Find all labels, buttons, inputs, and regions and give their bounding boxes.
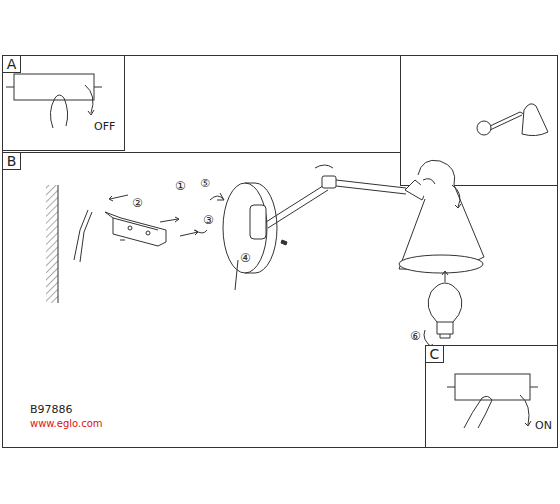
panel-letter: A [7, 57, 17, 71]
callout-number: ③ [203, 214, 214, 226]
article-number: B97886 [30, 404, 73, 415]
callout-number: ⑤ [200, 178, 210, 189]
callout-number: ① [175, 180, 186, 192]
switch-state: ON [535, 420, 552, 431]
callout-number: ⑥ [410, 330, 421, 342]
panel-tab: B [2, 152, 21, 170]
panel-tab: A [2, 55, 21, 73]
website: www.eglo.com [30, 419, 103, 429]
panel-tab: C [425, 345, 444, 363]
switch-state: OFF [94, 121, 115, 132]
panel-letter: C [430, 347, 440, 361]
callout-number: ④ [240, 252, 251, 264]
callout-number: ② [132, 197, 143, 209]
panel-letter: B [7, 154, 17, 168]
